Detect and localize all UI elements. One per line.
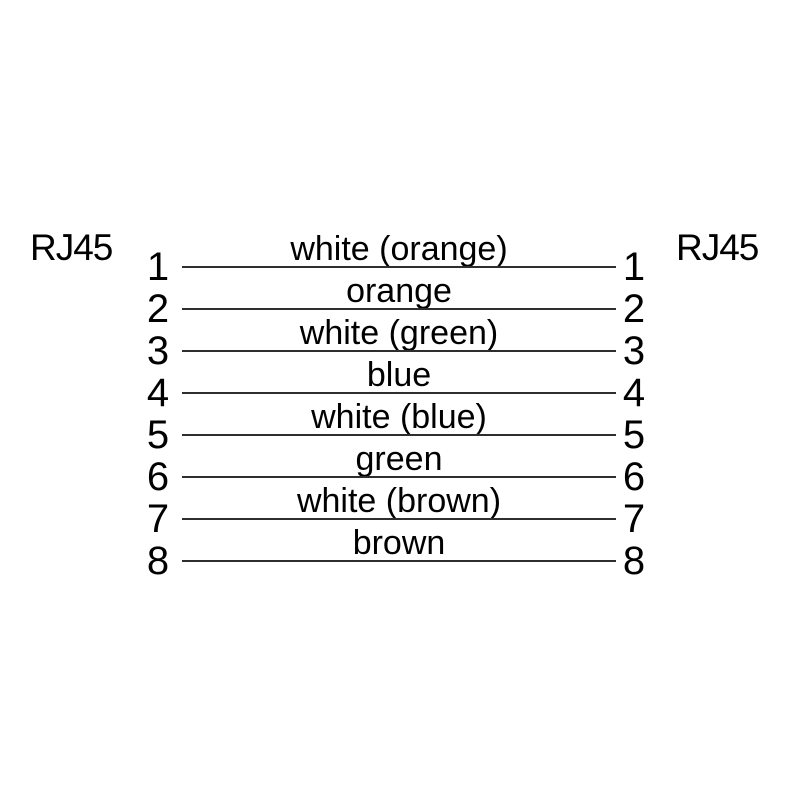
pin-number-right: 1 [622, 245, 646, 289]
wire-color-label: white (orange) [290, 230, 508, 268]
pin-number-left: 3 [146, 329, 170, 373]
pin-number-right: 5 [622, 413, 646, 457]
left-connector-label: RJ45 [30, 227, 113, 268]
wire-line [182, 266, 616, 268]
pin-number-left: 2 [146, 287, 170, 331]
pin-number-right: 2 [622, 287, 646, 331]
pin-number-right: 7 [622, 497, 646, 541]
wire-line [182, 518, 616, 520]
pin-number-left: 5 [146, 413, 170, 457]
wire-color-label: white (blue) [311, 398, 487, 436]
pin-number-right: 8 [622, 539, 646, 583]
wire-color-label: brown [352, 524, 446, 562]
wire-line [182, 476, 616, 478]
wire-line [182, 434, 616, 436]
pin-number-left: 6 [146, 455, 170, 499]
right-connector-label: RJ45 [676, 227, 759, 268]
wire-color-label: white (green) [299, 314, 499, 352]
pin-number-left: 8 [146, 539, 170, 583]
wire-color-label: white (brown) [296, 482, 502, 520]
wire-color-label: blue [366, 356, 432, 394]
wire-line [182, 392, 616, 394]
pin-number-left: 7 [146, 497, 170, 541]
wire-color-label: orange [346, 272, 452, 310]
pin-number-right: 3 [622, 329, 646, 373]
wire-line [182, 308, 616, 310]
wire-line [182, 560, 616, 562]
wire-color-label: green [355, 440, 443, 478]
pin-number-right: 6 [622, 455, 646, 499]
wire-line [182, 350, 616, 352]
pin-number-left: 1 [146, 245, 170, 289]
pin-number-right: 4 [622, 371, 646, 415]
pin-number-left: 4 [146, 371, 170, 415]
